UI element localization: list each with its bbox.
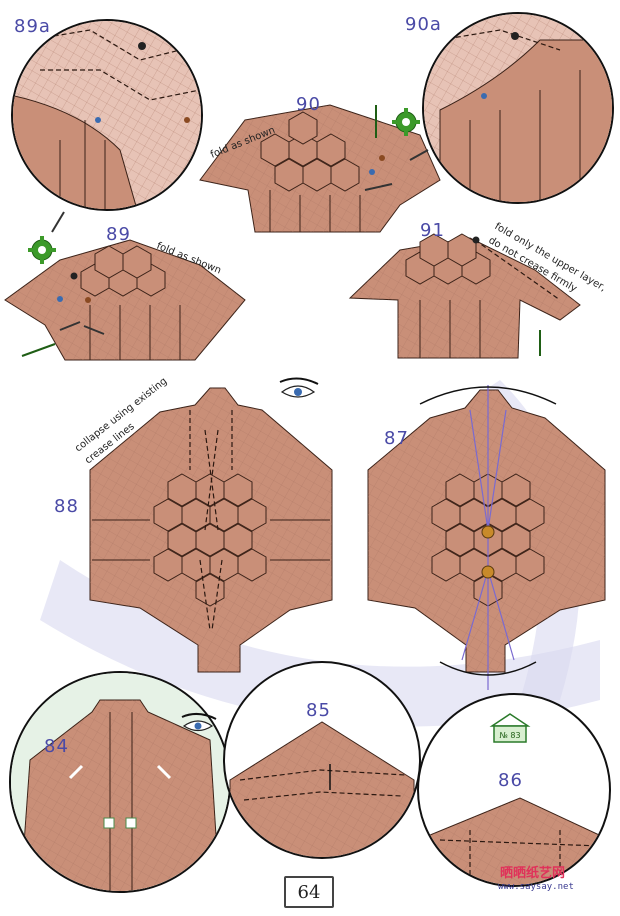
badge-label: № 83: [499, 731, 520, 740]
step-91: 91 fold only the upper layer, do not cre…: [348, 220, 608, 359]
rotate-arrow-icon: [439, 661, 537, 676]
step-87: 87: [367, 385, 606, 690]
step-label: 89: [106, 224, 131, 245]
step-label: 84: [44, 736, 69, 757]
step-89a-detail: 89a: [11, 16, 203, 211]
arrow-icon: [364, 149, 429, 191]
step-90a-detail: 90a: [405, 12, 614, 204]
step-88: 88 collapse using existing crease lines: [54, 376, 333, 673]
step-label: 89a: [14, 16, 51, 37]
page-number: 64: [284, 876, 334, 908]
watermark-url[interactable]: www.saysay.net: [498, 882, 574, 892]
arrow-icon: [21, 343, 56, 357]
page-number-text: 64: [297, 881, 321, 903]
step-label: 85: [306, 700, 331, 721]
gear-icon: [28, 236, 56, 264]
gear-icon: [392, 108, 420, 136]
step-label: 88: [54, 496, 79, 517]
step-label: 87: [384, 428, 409, 449]
rotate-arrow-icon: [419, 386, 557, 405]
eye-icon: [279, 377, 319, 398]
arrow-icon: [59, 321, 105, 335]
step-84-detail: 84: [9, 671, 231, 893]
step-label: 86: [498, 770, 523, 791]
step-label: 90a: [405, 14, 442, 35]
background-swash: [40, 560, 600, 727]
step-85-detail: 85: [223, 661, 421, 859]
eye-icon: [181, 713, 217, 732]
house-badge-icon: № 83: [489, 713, 531, 743]
step-89: 89 fold as shown: [4, 211, 246, 361]
watermark-site: 晒晒纸艺网: [500, 866, 566, 881]
step-label: 91: [420, 220, 445, 241]
step-label: 90: [296, 94, 321, 115]
arrow-icon: [51, 211, 65, 233]
step-90: 90 fold as shown: [199, 94, 441, 233]
